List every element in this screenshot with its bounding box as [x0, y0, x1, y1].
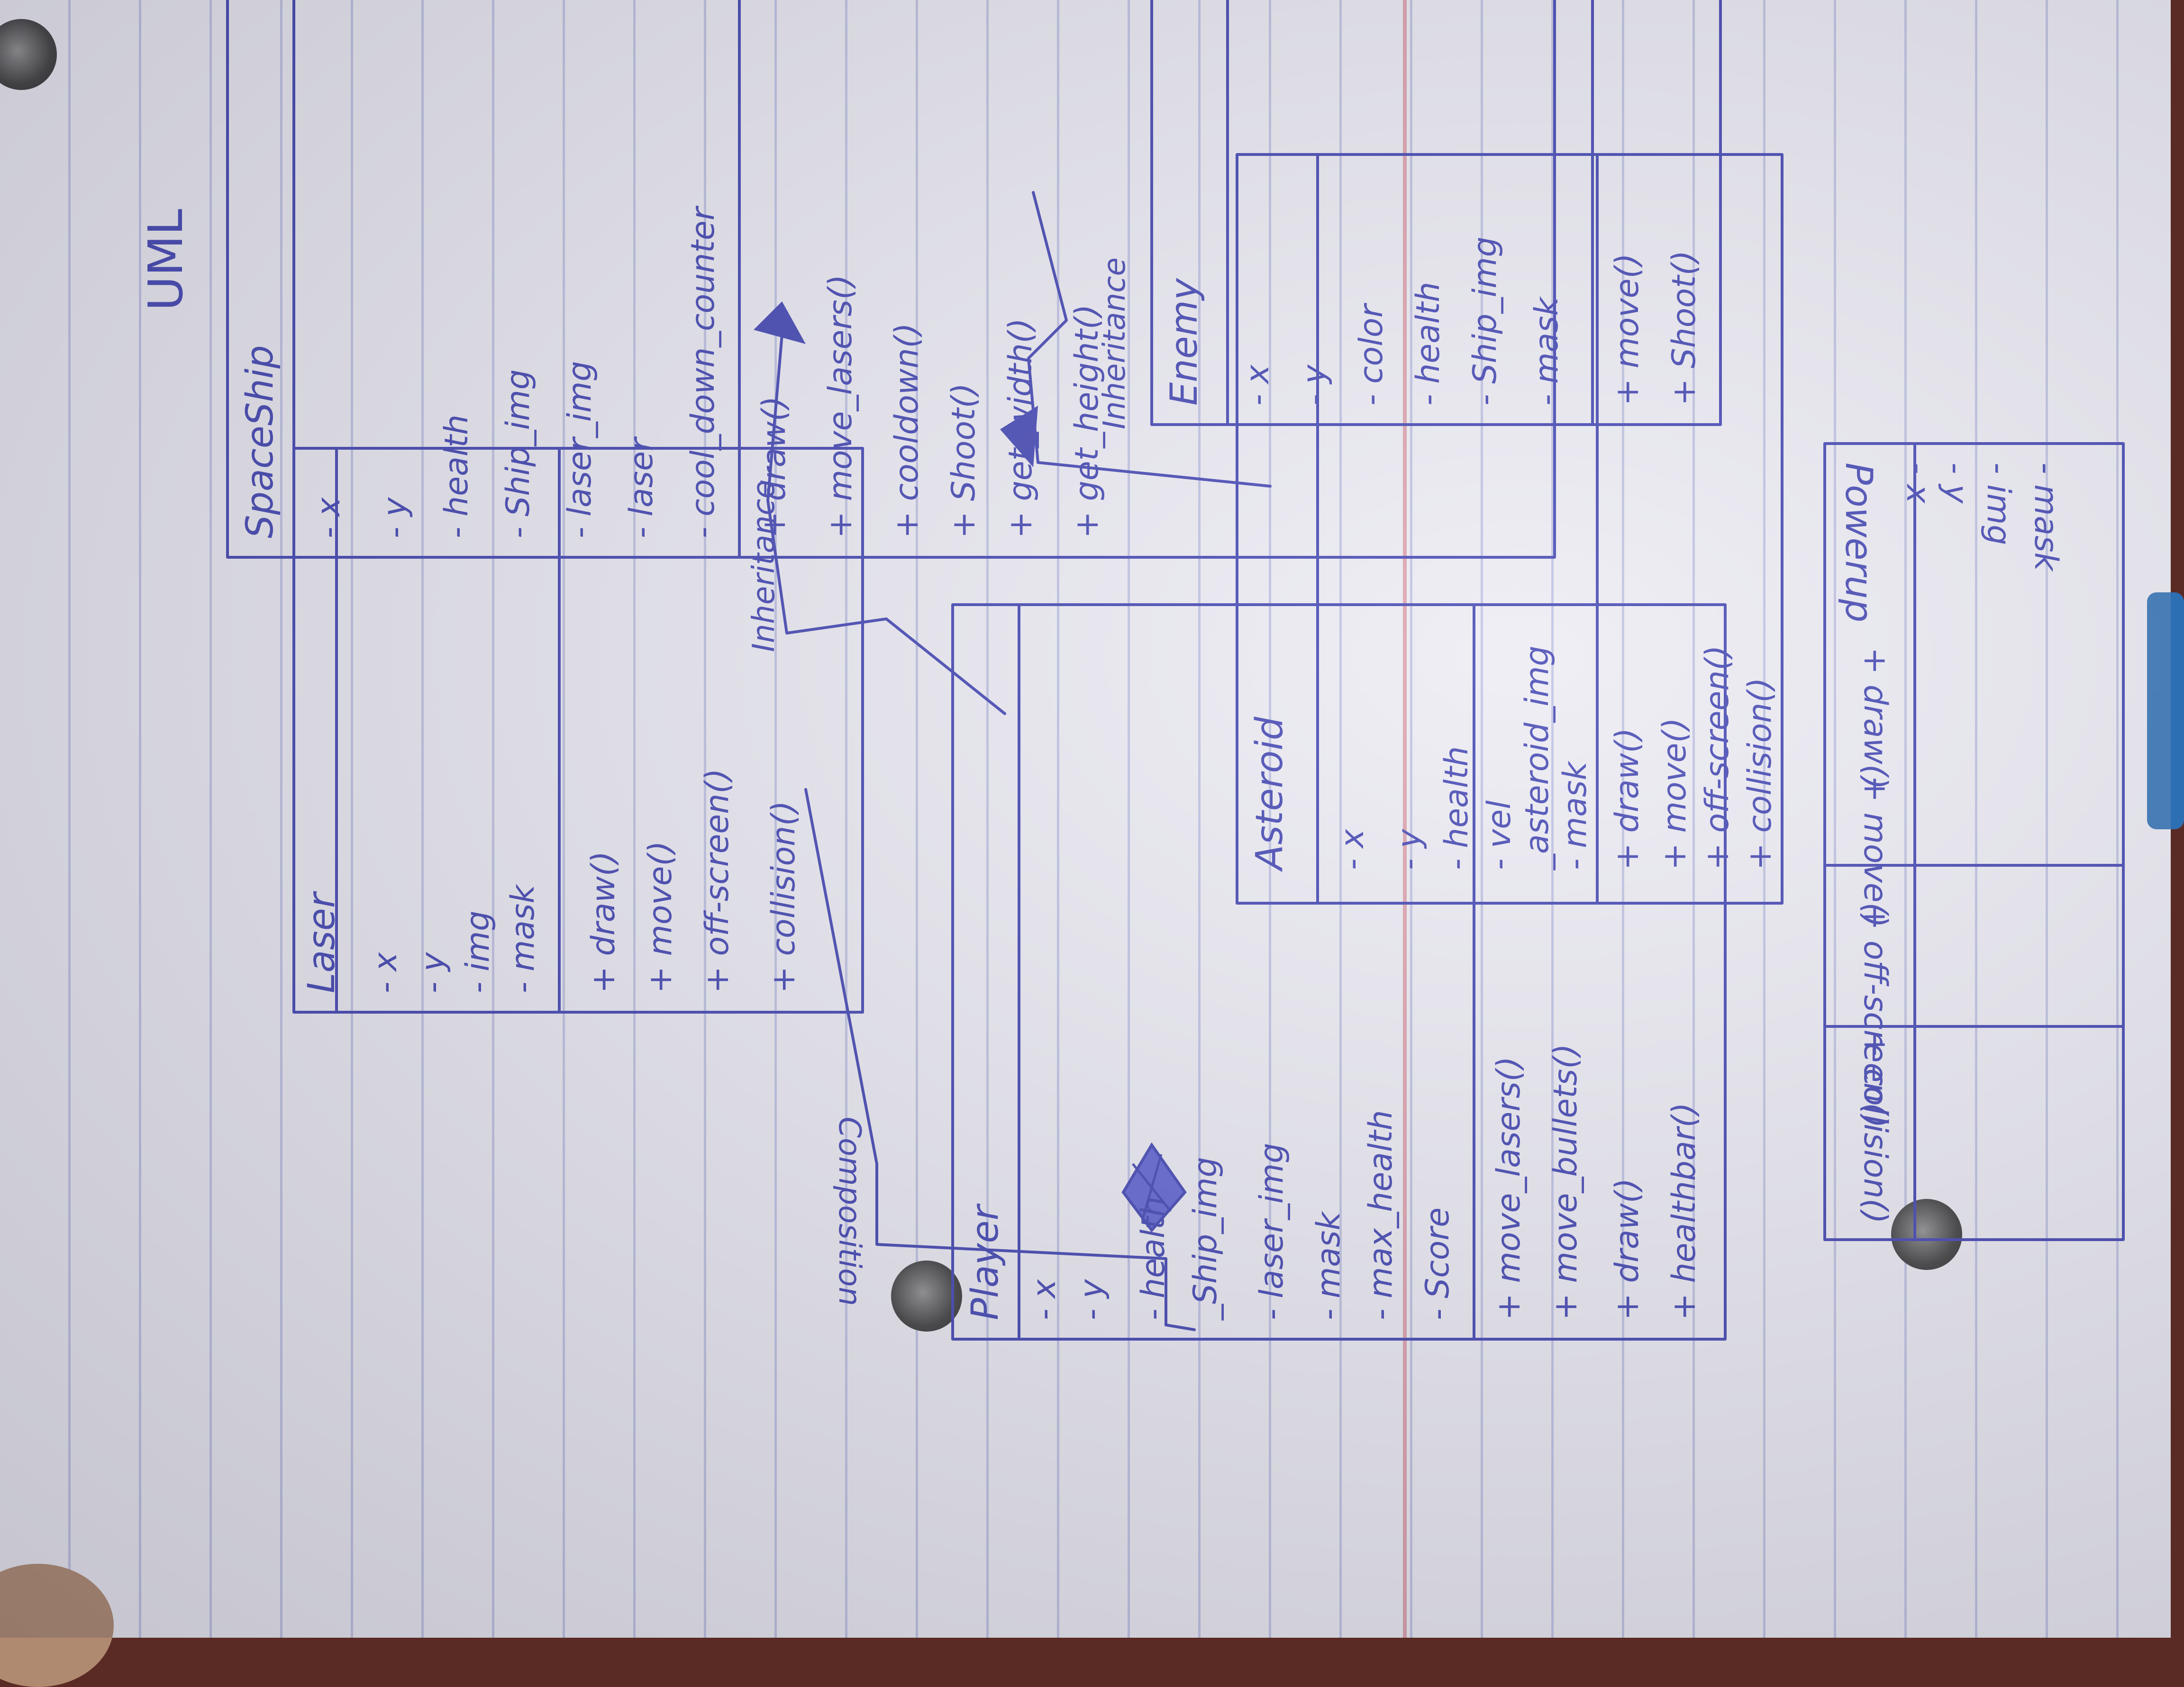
inheritance-label-enemy: Inheritance [1097, 257, 1132, 429]
attribute: - y [376, 497, 414, 538]
composition-line [804, 788, 1167, 1326]
enemy-box [1150, 0, 1722, 426]
attribute: - y [1073, 1279, 1110, 1320]
method: + Shoot() [945, 383, 983, 538]
punch-hole [1891, 1199, 1962, 1270]
attribute: - x [1899, 463, 1937, 504]
attribute: - mask [2027, 463, 2065, 571]
class-name-enemy: Enemy [1163, 278, 1206, 406]
method: + move_lasers() [822, 274, 859, 538]
attribute: - laser_img [561, 361, 599, 538]
notebook-paper [0, 0, 2171, 1638]
attribute: - cool_down_counter [684, 207, 722, 538]
punch-hole [891, 1261, 962, 1332]
attribute: - max_health [1362, 1110, 1400, 1320]
class-name-laser: Laser [300, 893, 343, 993]
asteroid-box [1236, 153, 1784, 905]
attribute: - vel [1481, 800, 1518, 870]
inheritance-arrow [754, 301, 806, 344]
uml-diagram: UML Laser - x - y - img - mask + draw() … [138, 0, 2125, 1341]
method: + move_bullets() [1547, 1043, 1584, 1320]
attribute: - img [459, 910, 497, 993]
attribute: - y [1391, 829, 1428, 870]
method: + move() [1656, 717, 1693, 870]
attribute: - Score [1419, 1207, 1456, 1320]
attribute: - health [1438, 746, 1475, 870]
inheritance-line-enemy [1027, 191, 1272, 488]
method: + move() [1609, 253, 1646, 406]
composition-label: Composition [832, 1116, 867, 1306]
attribute: - mask [1310, 1212, 1347, 1320]
attribute: - color [1353, 304, 1390, 406]
class-name-player: Player [964, 1205, 1007, 1320]
method: + move() [642, 841, 679, 993]
method: + collision() [1741, 677, 1779, 870]
method: + move_lasers() [1490, 1056, 1528, 1320]
method: + get_width() [1002, 318, 1039, 538]
method: + draw() [1856, 647, 1894, 790]
spaceship-box [226, 0, 1556, 559]
punch-hole [0, 19, 57, 90]
method: + draw() [1609, 1178, 1646, 1320]
attribute: - x [310, 497, 347, 538]
attribute: - x [367, 952, 404, 993]
background-object [2147, 592, 2184, 829]
class-name-spaceship: SpaceShip [239, 345, 282, 538]
method: + cooldown() [888, 323, 926, 538]
method: + collision() [1856, 1031, 1894, 1224]
attribute: - x [1026, 1279, 1063, 1320]
laser-box [292, 447, 864, 1014]
inheritance-arrow [1000, 406, 1038, 467]
powerup-class: Powerup - x - y - img - mask + draw() + … [1825, 444, 2123, 1240]
method: + draw() [585, 851, 622, 993]
diagram-lines [226, 0, 2125, 1341]
method: + off-screen() [699, 768, 736, 993]
attribute: _Ship_img [1187, 1157, 1224, 1320]
method: + healthbar() [1665, 1102, 1703, 1320]
class-name-asteroid: Asteroid [1248, 717, 1291, 870]
attribute: - health [1135, 1196, 1172, 1320]
attribute: - health [438, 414, 475, 538]
attribute: - mask [1556, 762, 1594, 870]
attribute: - y [1296, 364, 1333, 406]
method: + Shoot() [1665, 250, 1703, 406]
method: + collision() [765, 800, 802, 993]
method: + off-screen() [1699, 645, 1736, 870]
attribute: - x [1334, 829, 1371, 870]
attribute: - Ship_img [500, 369, 537, 538]
class-name-powerup: Powerup [1837, 463, 1880, 623]
attribute: _asteroid_img [1519, 645, 1556, 870]
player-box [951, 603, 1727, 1341]
method: + draw() [1609, 727, 1646, 870]
attribute: - Ship_img [1466, 236, 1504, 406]
attribute: - x [1239, 364, 1276, 406]
attribute: - y [1937, 463, 1975, 504]
attribute: - laser [623, 438, 660, 538]
attribute: - y [414, 952, 452, 993]
page-title: UML [138, 209, 193, 311]
attribute: - img [1980, 463, 2017, 545]
inheritance-line-player [766, 333, 1006, 715]
attribute: - mask [1528, 297, 1565, 406]
inheritance-label-player: Inheritance [746, 480, 782, 652]
attribute: - laser_img [1253, 1143, 1291, 1320]
attribute: - health [1410, 281, 1447, 406]
attribute: - mask [504, 885, 542, 993]
